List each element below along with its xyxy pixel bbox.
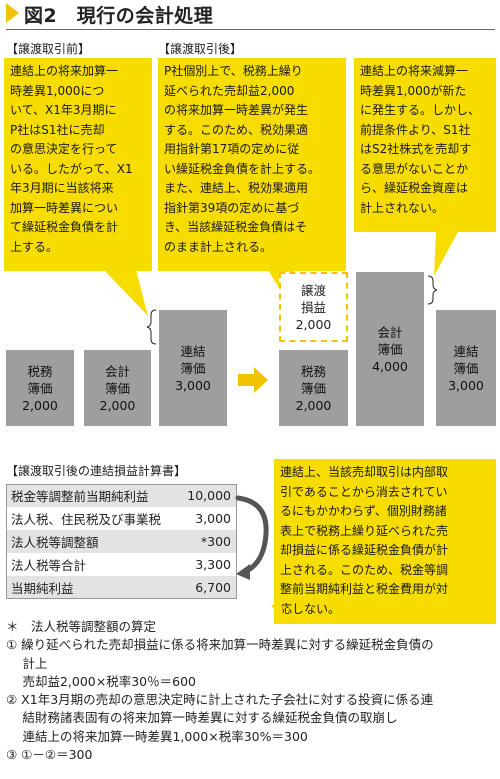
pl-table: 税金等調整前当期純利益 10,000 法人税、住民税及び事業税 3,000 法人…	[6, 484, 237, 599]
pl-value: 6,700	[176, 576, 237, 599]
arrow-right-icon	[238, 367, 268, 393]
pl-label: 法人税等合計	[11, 558, 87, 573]
pointer-left-note	[104, 270, 148, 316]
table-row: 法人税等合計 3,300	[6, 553, 237, 576]
block-after-tax-basis: 税務 簿価 2,000	[279, 350, 348, 426]
table-row: 法人税、住民税及び事業税 3,000	[6, 507, 237, 530]
pl-label: 法人税、住民税及び事業税	[11, 512, 162, 527]
note-before-consolidated: 連結上の将来加算一 時差異1,000につ いて、X1年3月期に P社はS1社に売…	[4, 58, 152, 271]
block-before-accounting-basis: 会計 簿価 2,000	[84, 350, 151, 426]
brace-after-icon	[427, 275, 438, 305]
pl-value: *300	[176, 530, 237, 553]
table-row: 税金等調整前当期純利益 10,000	[6, 484, 237, 507]
brace-before-icon	[146, 309, 157, 345]
section-label-after: 【譲渡取引後】	[158, 42, 243, 56]
pl-label: 税金等調整前当期純利益	[6, 484, 176, 507]
pl-label: 法人税等調整額	[6, 530, 176, 553]
pointer-bottom-note	[271, 600, 282, 616]
pl-label: 当期純利益	[6, 576, 176, 599]
pointer-right-note	[434, 232, 458, 276]
footnotes: ＊ 法人税等調整額の算定 ① 繰り延べられた売却損益に係る将来加算一時差異に対す…	[6, 619, 434, 763]
table-row: 法人税等調整額 *300	[6, 530, 237, 553]
title-marker-icon	[6, 3, 19, 23]
section-label-before: 【譲渡取引前】	[6, 42, 91, 56]
pl-value: 3,000	[195, 511, 231, 526]
figure-title: 図2 現行の会計処理	[24, 5, 214, 27]
block-after-accounting-basis: 会計 簿価 4,000	[356, 272, 424, 426]
pl-value: 10,000	[176, 484, 237, 507]
block-before-consolidated-basis: 連結 簿価 3,000	[159, 310, 227, 426]
title-divider	[6, 29, 495, 30]
table-row: 当期純利益 6,700	[6, 576, 237, 599]
block-after-consolidated-basis: 連結 簿価 3,000	[436, 310, 496, 426]
section-label-pl: 【譲渡取引後の連結損益計算書】	[6, 464, 187, 478]
curved-arrow-icon	[235, 495, 269, 580]
pl-value: 3,300	[195, 557, 231, 572]
note-after-individual: P社個別上で、税務上繰り 延べられた売却益2,000 の将来加算一時差異が発生 …	[158, 58, 346, 271]
block-after-transfer-gain: 譲渡 損益 2,000	[279, 272, 348, 342]
block-before-tax-basis: 税務 簿価 2,000	[6, 350, 74, 426]
note-after-consolidated: 連結上の将来減算一 時差異1,000が新た に発生する。しかし、 前提条件より、…	[354, 58, 496, 232]
note-pl-mismatch: 連結上、当該売却取引は内部取 引であることから消去されてい るにもかかわらず、個…	[274, 459, 496, 624]
